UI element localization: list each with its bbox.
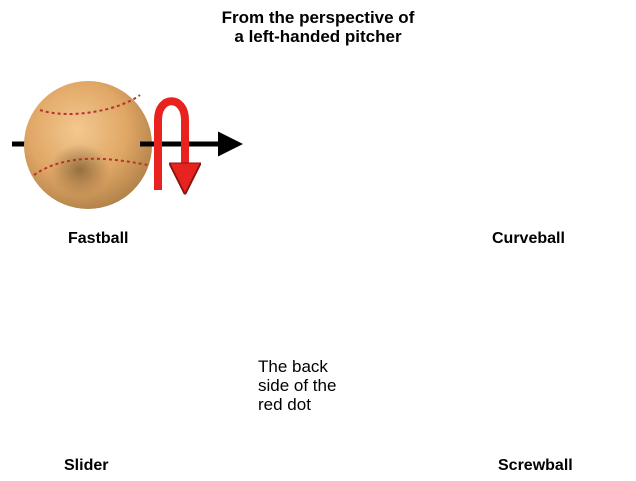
red-dot-note: The back side of the red dot [258, 357, 368, 414]
fastball-ball [24, 81, 152, 209]
note-line-2: side of the [258, 376, 368, 395]
label-slider: Slider [64, 457, 108, 475]
note-line-1: The back [258, 357, 368, 376]
label-curveball: Curveball [492, 230, 565, 248]
fastball-group [12, 81, 238, 209]
label-fastball: Fastball [68, 230, 128, 248]
label-screwball: Screwball [498, 457, 573, 475]
note-line-3: red dot [258, 395, 368, 414]
